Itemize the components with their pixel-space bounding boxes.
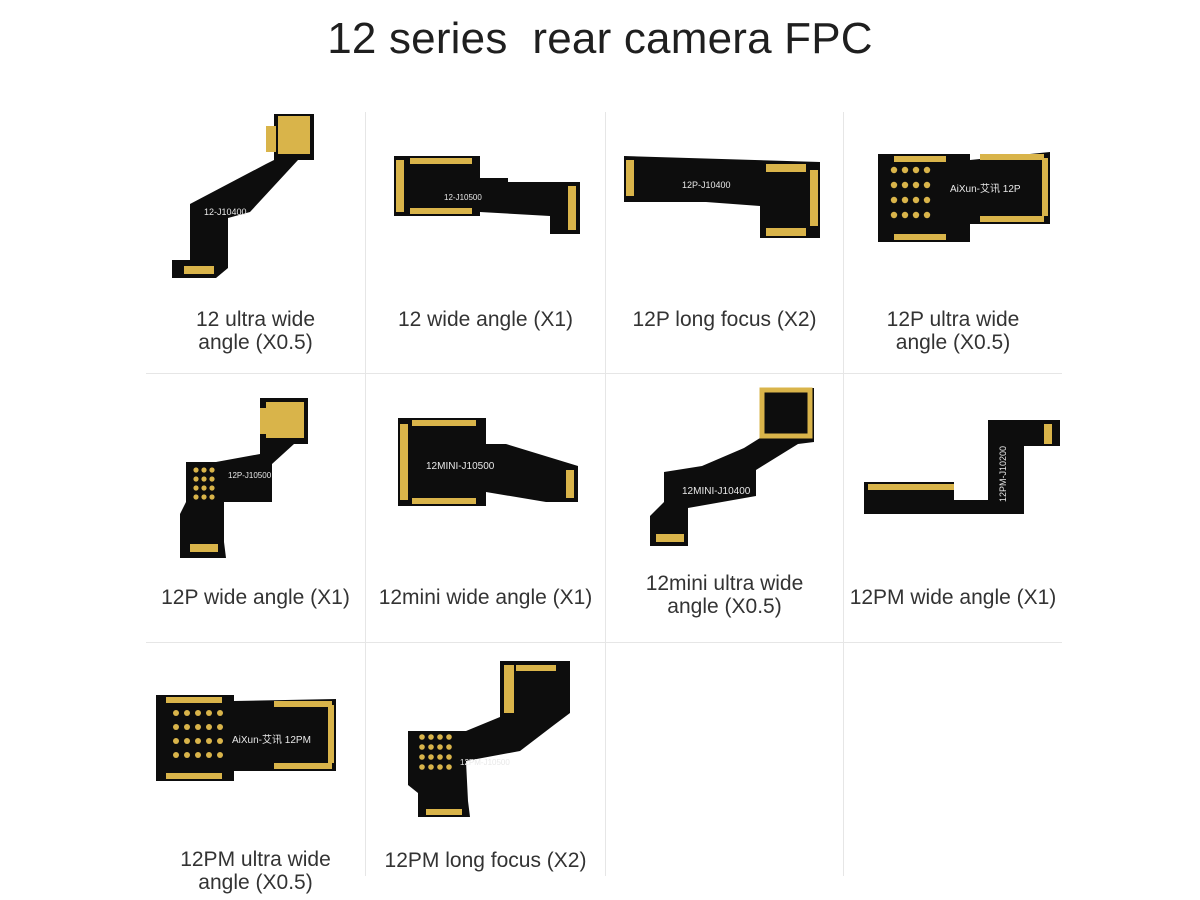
item-label: 12mini wide angle (X1) [378,586,593,609]
fpc-card: 12PM-J10200 12PM wide angle (X1) [844,374,1062,642]
fpc-card: 12P-J10500 12P wide angle (X1) [146,374,365,642]
fpc-cable-image: 12P-J10500 [180,398,308,558]
item-label: 12P wide angle (X1) [161,586,350,609]
fpc-cable-image: 12PM-J10200 [864,420,1060,514]
fpc-cable-image: 12P-J10400 [624,156,820,238]
fpc-cable-image: 12PM-J10500 [408,661,570,817]
fpc-print-text: 12MINI-J10500 [426,461,495,472]
fpc-card: 12-J10400 12 ultra wide angle (X0.5) [146,112,365,373]
fpc-print-text: 12P-J10400 [682,180,731,190]
fpc-card: 12-J10500 12 wide angle (X1) [366,112,605,373]
fpc-cable-image: 12MINI-J10400 [650,387,814,546]
empty-card [844,643,1062,876]
item-label: 12PM ultra wide angle (X0.5) [180,848,331,894]
fpc-cable-image: 12-J10500 [394,156,580,234]
grid-divider [146,642,1062,643]
fpc-print-text: 12PM-J10200 [998,446,1008,502]
empty-card [606,643,843,876]
item-label: 12P ultra wide angle (X0.5) [886,308,1020,354]
fpc-grid: 12-J10400 12 ultra wide angle (X0.5) 12-… [146,112,1062,894]
grid-divider [146,373,1062,374]
item-label: 12P long focus (X2) [632,308,817,331]
fpc-card: 12MINI-J10500 12mini wide angle (X1) [366,374,605,642]
grid-divider [605,112,606,876]
fpc-card: AiXun-艾讯 12PM 12PM ultra wide angle (X0.… [146,643,365,894]
fpc-print-text: 12P-J10500 [228,471,272,480]
fpc-card: 12MINI-J10400 12mini ultra wide angle (X… [606,374,843,642]
item-label: 12mini ultra wide angle (X0.5) [645,572,804,618]
fpc-print-text: AiXun-艾讯 12PM [232,734,311,746]
grid-divider [365,112,366,876]
fpc-cable-image: AiXun-艾讯 12PM [156,695,336,781]
item-label: 12PM long focus (X2) [384,849,587,872]
fpc-card: 12PM-J10500 12PM long focus (X2) [366,643,605,876]
item-label: 12 wide angle (X1) [397,308,574,331]
item-label: 12 ultra wide angle (X0.5) [195,308,316,354]
fpc-cable-image: AiXun-艾讯 12P [878,152,1050,242]
fpc-print-text: 12-J10400 [204,207,247,217]
page-title: 12 series rear camera FPC [327,14,873,63]
grid-divider [843,112,844,876]
fpc-print-text: 12-J10500 [444,193,482,202]
fpc-cable-image: 12MINI-J10500 [398,418,578,506]
fpc-card: AiXun-艾讯 12P 12P ultra wide angle (X0.5) [844,112,1062,373]
fpc-print-text: 12PM-J10500 [460,758,510,767]
fpc-cable-image: 12-J10400 [172,114,314,278]
fpc-card: 12P-J10400 12P long focus (X2) [606,112,843,373]
fpc-print-text: 12MINI-J10400 [682,486,751,497]
fpc-print-text: AiXun-艾讯 12P [950,183,1021,195]
item-label: 12PM wide angle (X1) [849,586,1057,609]
